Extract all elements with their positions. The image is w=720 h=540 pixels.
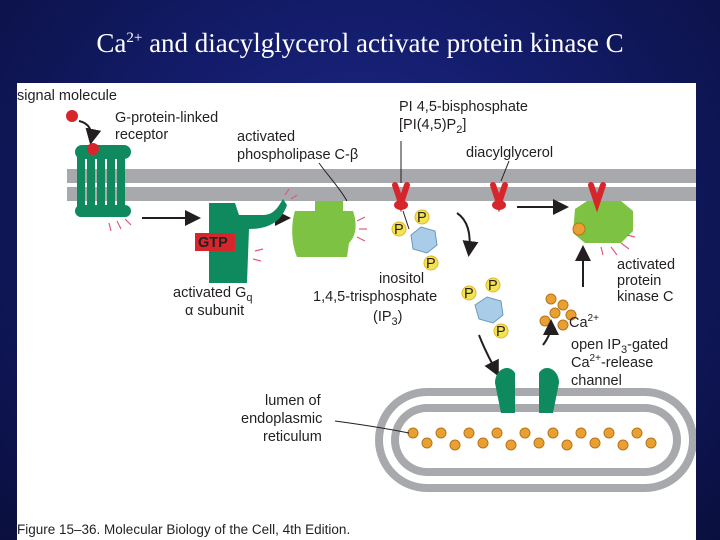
calcium-label: Ca2+ xyxy=(569,313,599,331)
pkc-label-line2: protein xyxy=(617,273,661,289)
phosphate-label: P xyxy=(464,286,474,302)
slide-title: Ca2+ and diacylglycerol activate protein… xyxy=(0,28,720,59)
pip2-close: ] xyxy=(462,117,466,133)
ip3-icon: P P P xyxy=(461,277,509,340)
channel-label-line2: Ca2+-release xyxy=(571,353,653,371)
inositol-close: ) xyxy=(398,309,403,325)
receptor-icon xyxy=(75,143,132,232)
inositol-label-line1: inositol xyxy=(379,271,424,287)
gtp-label: GTP xyxy=(198,235,228,251)
pip2-label-line2: [PI(4,5)P2] xyxy=(399,117,466,136)
signal-molecule-label: signal molecule xyxy=(17,88,117,104)
calcium-superscript: 2+ xyxy=(588,313,600,324)
channel-main-2: Ca xyxy=(571,355,590,371)
gq-main: activated G xyxy=(173,285,246,301)
er-label-line1: lumen of xyxy=(265,393,322,409)
channel-label-line3: channel xyxy=(571,373,622,389)
diacylglycerol-icon xyxy=(490,182,508,213)
signal-molecule-icon xyxy=(66,110,78,122)
pip2-icon xyxy=(392,182,410,213)
phosphate-label: P xyxy=(426,256,436,272)
channel-end-2: -release xyxy=(601,355,653,371)
receptor-label-line1: G-protein-linked xyxy=(115,110,218,126)
channel-main-1: open IP xyxy=(571,337,621,353)
gq-label-line1: activated Gq xyxy=(173,285,252,304)
signal-arrow xyxy=(78,120,102,145)
calcium-ions-cytosol xyxy=(539,293,577,331)
channel-end-1: -gated xyxy=(627,337,668,353)
arrow-ca-release xyxy=(542,319,559,346)
phosphate-label: P xyxy=(417,210,427,226)
gq-subscript: q xyxy=(246,292,252,304)
pip2-label-line1: PI 4,5-bisphosphate xyxy=(399,99,528,115)
pathway-diagram: GTP P P P P P P xyxy=(17,88,696,537)
inositol-label-line2: 1,4,5-trisphosphate xyxy=(313,289,437,305)
receptor-label-line2: receptor xyxy=(115,127,168,143)
calcium-main: Ca xyxy=(569,315,588,331)
plc-leader xyxy=(318,162,348,202)
phosphate-label: P xyxy=(488,278,498,294)
title-superscript: 2+ xyxy=(126,30,143,46)
er-leader xyxy=(334,420,410,434)
inositol-main: (IP xyxy=(373,309,392,325)
phosphate-label: P xyxy=(496,324,506,340)
channel-subscript: 3 xyxy=(621,344,627,356)
pkc-label-line1: activated xyxy=(617,257,675,273)
protein-kinase-c-icon xyxy=(572,182,636,256)
inositol-label-line3: (IP3) xyxy=(373,309,403,328)
er-label-line3: reticulum xyxy=(263,429,322,445)
title-ca: Ca xyxy=(96,28,127,58)
pip2-subscript: 2 xyxy=(456,124,462,136)
phosphate-label: P xyxy=(394,222,404,238)
dag-leader xyxy=(500,160,510,182)
channel-label-line1: open IP3-gated xyxy=(571,337,668,356)
calcium-ions-lumen xyxy=(407,427,657,451)
plc-label-line1: activated xyxy=(237,129,295,145)
er-label-line2: endoplasmic xyxy=(241,411,322,427)
gtp-badge xyxy=(195,233,235,251)
plc-label-line2: phospholipase C-β xyxy=(237,147,358,163)
figure-panel: GTP P P P P P P xyxy=(17,83,696,540)
ip3-head-icon xyxy=(402,210,438,254)
title-rest: and diacylglycerol activate protein kina… xyxy=(142,28,624,58)
plasma-membrane xyxy=(67,169,696,201)
diacylglycerol-label: diacylglycerol xyxy=(466,145,553,161)
pip2-main: [PI(4,5)P xyxy=(399,117,456,133)
arrow-pip2-cleavage xyxy=(456,212,479,257)
arrow-ip3-to-channel xyxy=(478,334,499,377)
channel-superscript: 2+ xyxy=(590,353,602,364)
phospholipase-c-icon xyxy=(292,201,367,257)
pkc-label-line3: kinase C xyxy=(617,289,673,305)
ip3-gated-channel-icon xyxy=(495,368,559,413)
phosphate-icons-pip2: P P P xyxy=(391,209,439,272)
figure-caption: Figure 15–36. Molecular Biology of the C… xyxy=(17,522,350,537)
gq-alpha-icon xyxy=(209,188,298,283)
inositol-subscript: 3 xyxy=(392,316,398,328)
gq-label-line2: α subunit xyxy=(185,303,244,319)
